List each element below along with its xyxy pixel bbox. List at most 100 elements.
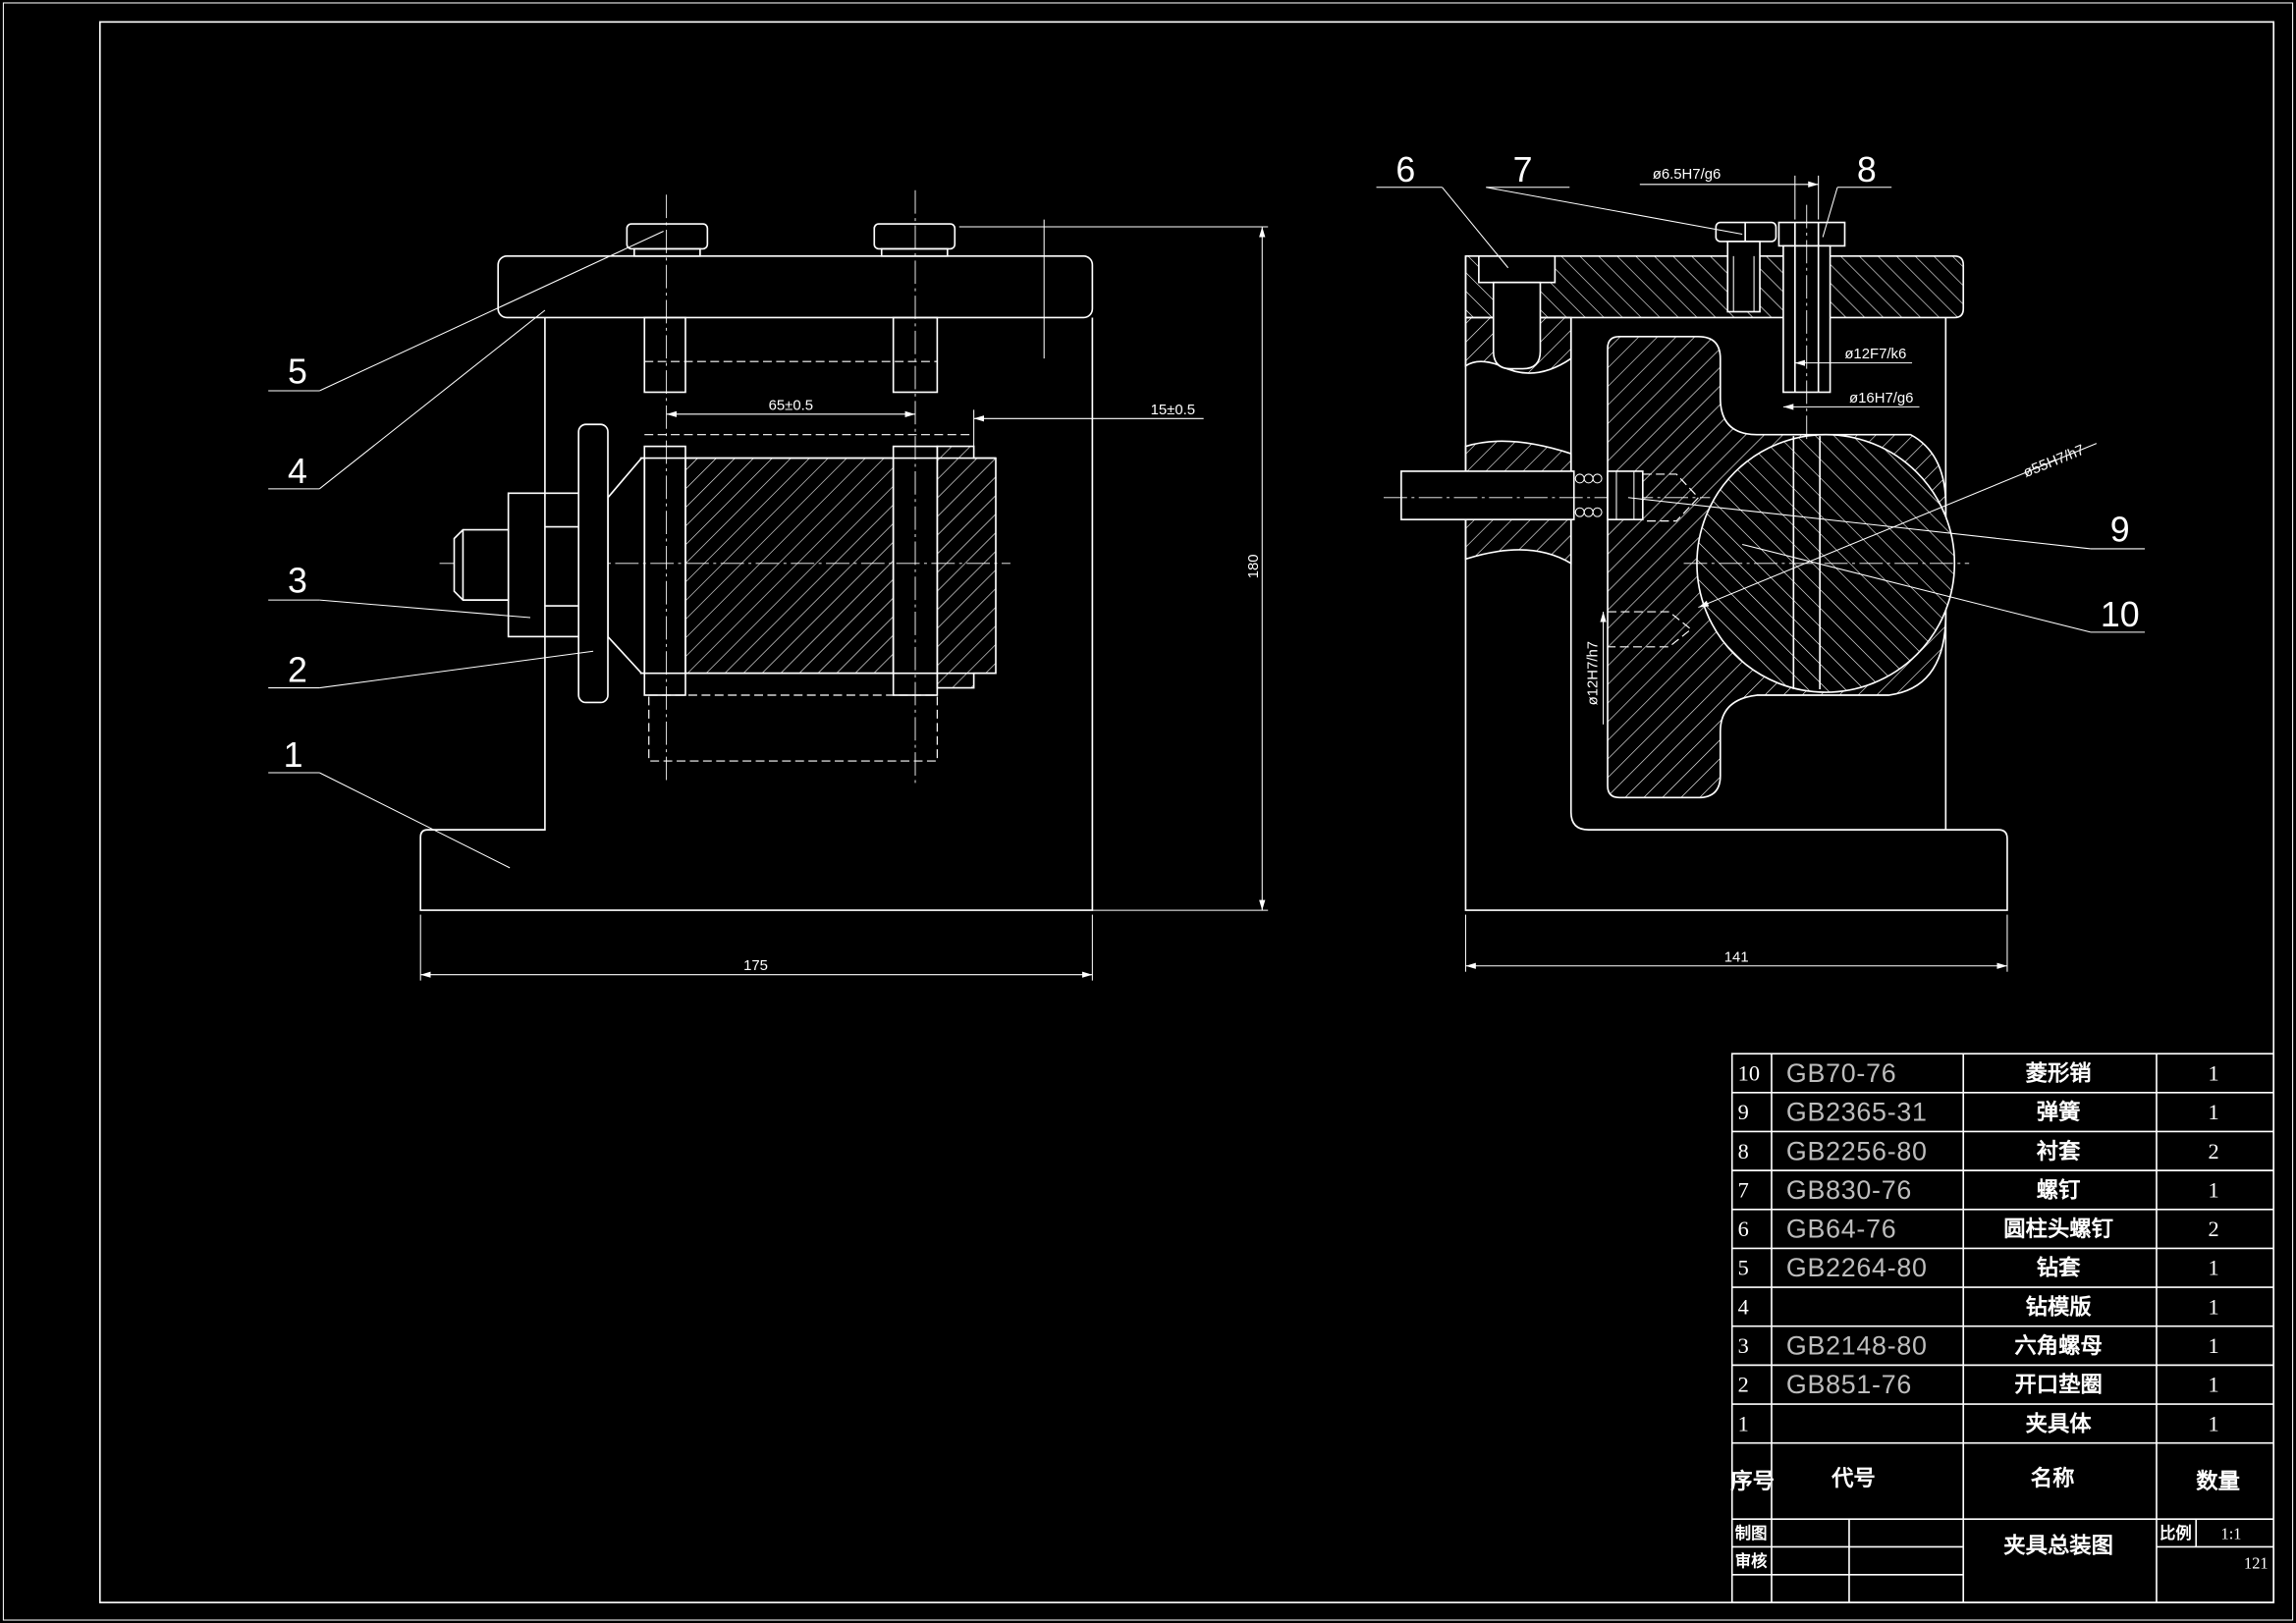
- drawn-by-label: 制图: [1735, 1524, 1768, 1542]
- bom-row: 6 GB64-76 圆柱头螺钉 2: [1738, 1215, 2219, 1244]
- bom-no: 5: [1738, 1256, 1749, 1280]
- fixture-body-outline: [419, 317, 1094, 911]
- bom-name: 钻模版: [2026, 1293, 2093, 1319]
- label-part-9: 9: [1627, 497, 2146, 550]
- side-view: ø6.5H7/g6 ø12F7/k6 ø16H7/g6 ø55H7/h7 ø12…: [1376, 150, 2146, 972]
- spring-coil: [1583, 507, 1594, 517]
- dim-65-text: 65±0.5: [769, 398, 813, 413]
- label-part-1: 1: [268, 735, 511, 869]
- label-1-leader: [319, 772, 511, 869]
- label-5-text: 5: [288, 352, 307, 392]
- drawing-title: 夹具总装图: [2003, 1533, 2113, 1558]
- fit-12-f7-text: ø12F7/k6: [1844, 347, 1906, 362]
- spring-coil: [1583, 473, 1594, 484]
- drill-bushing-left-body: [643, 316, 686, 394]
- bom-qty: 1: [2209, 1373, 2219, 1397]
- bom-header-qty: 数量: [2196, 1469, 2240, 1493]
- bom-name: 衬套: [2037, 1139, 2081, 1163]
- bom-row: 5 GB2264-80 钻套 1: [1738, 1253, 2219, 1282]
- fit-12-h7-text: ø12H7/h7: [1586, 641, 1602, 705]
- dim-175-text: 175: [743, 958, 768, 974]
- spring-coil: [1574, 473, 1585, 484]
- hex-nut: [507, 492, 580, 638]
- label-6-text: 6: [1395, 150, 1415, 189]
- drill-plate: [497, 255, 1094, 319]
- bom-row: 7 GB830-76 螺钉 1: [1738, 1175, 2219, 1205]
- bom-code: GB851-76: [1786, 1370, 1912, 1399]
- mandrel-chamfer-disc: [607, 457, 646, 675]
- bom-row: 3 GB2148-80 六角螺母 1: [1738, 1331, 2219, 1361]
- drill-bushing-right-neck: [880, 247, 949, 257]
- bom-header-name: 名称: [2031, 1465, 2075, 1490]
- spring-coil: [1592, 507, 1603, 517]
- bom-qty: 1: [2209, 1411, 2219, 1435]
- bom-no: 10: [1738, 1061, 1760, 1086]
- bom-row: 8 GB2256-80 衬套 2: [1738, 1136, 2219, 1165]
- label-part-10: 10: [1742, 543, 2146, 634]
- bom-name: 六角螺母: [2014, 1332, 2102, 1358]
- checked-by-label: 审核: [1735, 1551, 1768, 1570]
- label-8-text: 8: [1857, 150, 1877, 189]
- label-part-3: 3: [268, 562, 531, 619]
- spring-coil: [1574, 507, 1585, 517]
- bom-row: 2 GB851-76 开口垫圈 1: [1738, 1370, 2219, 1399]
- bom-code: GB2365-31: [1786, 1098, 1928, 1127]
- bom-name: 夹具体: [2026, 1411, 2093, 1435]
- bom-name: 菱形销: [2026, 1060, 2092, 1086]
- label-2-leader: [319, 650, 594, 689]
- bom-table: 10 GB70-76 菱形销 1 9 GB2365-31 弹簧 1 8 GB22…: [1730, 1053, 2275, 1603]
- screw-7-shank: [1726, 241, 1761, 313]
- label-7-text: 7: [1513, 150, 1533, 189]
- bom-row: 1 夹具体 1: [1738, 1411, 2219, 1435]
- cap-screw-shank: [1492, 281, 1542, 370]
- bom-no: 4: [1738, 1294, 1749, 1319]
- label-2-text: 2: [288, 651, 307, 690]
- bom-no: 7: [1738, 1177, 1749, 1202]
- bom-row: 4 钻模版 1: [1738, 1293, 2219, 1319]
- bom-qty: 2: [2209, 1217, 2219, 1241]
- bom-header-no: 序号: [1730, 1468, 1775, 1493]
- plunger-rod: [1400, 470, 1575, 520]
- bom-no: 2: [1738, 1373, 1749, 1397]
- dim-15-text: 15±0.5: [1151, 403, 1195, 418]
- title-block: 制图 审核 夹具总装图 比例 1:1 121: [1735, 1524, 2269, 1572]
- label-8-leader: [1822, 187, 1838, 238]
- label-part-4: 4: [268, 309, 546, 491]
- liner-bushing-flange: [1777, 221, 1846, 247]
- hidden-lower-box: [648, 694, 938, 762]
- fit-55-text: ø55H7/h7: [2021, 443, 2087, 481]
- bom-code: GB70-76: [1786, 1058, 1897, 1088]
- bom-header-code: 代号: [1831, 1466, 1876, 1490]
- label-9-leader: [1627, 497, 2091, 550]
- label-9-text: 9: [2110, 510, 2130, 549]
- bom-code: GB2264-80: [1786, 1253, 1928, 1282]
- bom-row: 10 GB70-76 菱形销 1: [1738, 1058, 2219, 1088]
- bom-qty: 1: [2209, 1294, 2219, 1319]
- label-part-8: 8: [1822, 150, 1892, 238]
- workpiece-section: [684, 457, 895, 675]
- bom-qty: 1: [2209, 1256, 2219, 1280]
- bom-code: GB64-76: [1786, 1215, 1897, 1244]
- label-3-text: 3: [288, 562, 307, 601]
- bom-no: 6: [1738, 1217, 1749, 1241]
- drawing-frame: [98, 21, 2275, 1603]
- bom-name: 钻套: [2037, 1256, 2081, 1280]
- plunger-hidden-hole: [1642, 473, 1700, 522]
- scale-value: 1:1: [2221, 1525, 2242, 1543]
- fit-55-leader: [1698, 443, 2098, 609]
- scale-label: 比例: [2159, 1524, 2192, 1542]
- dim-180-text: 180: [1246, 554, 1262, 578]
- drill-bushing-left-head: [626, 223, 709, 250]
- bom-row: 9 GB2365-31 弹簧 1: [1738, 1098, 2219, 1127]
- label-part-7: 7: [1486, 150, 1743, 235]
- label-4-leader: [319, 309, 546, 490]
- workpiece-right-section: [936, 445, 997, 689]
- label-1-text: 1: [284, 735, 303, 775]
- bom-name: 圆柱头螺钉: [2003, 1216, 2113, 1241]
- bom-border: [1730, 1053, 2275, 1603]
- label-5-leader: [319, 231, 664, 392]
- bom-code: GB2148-80: [1786, 1331, 1928, 1361]
- drill-bushing-left-neck: [633, 247, 701, 257]
- label-part-2: 2: [268, 650, 594, 690]
